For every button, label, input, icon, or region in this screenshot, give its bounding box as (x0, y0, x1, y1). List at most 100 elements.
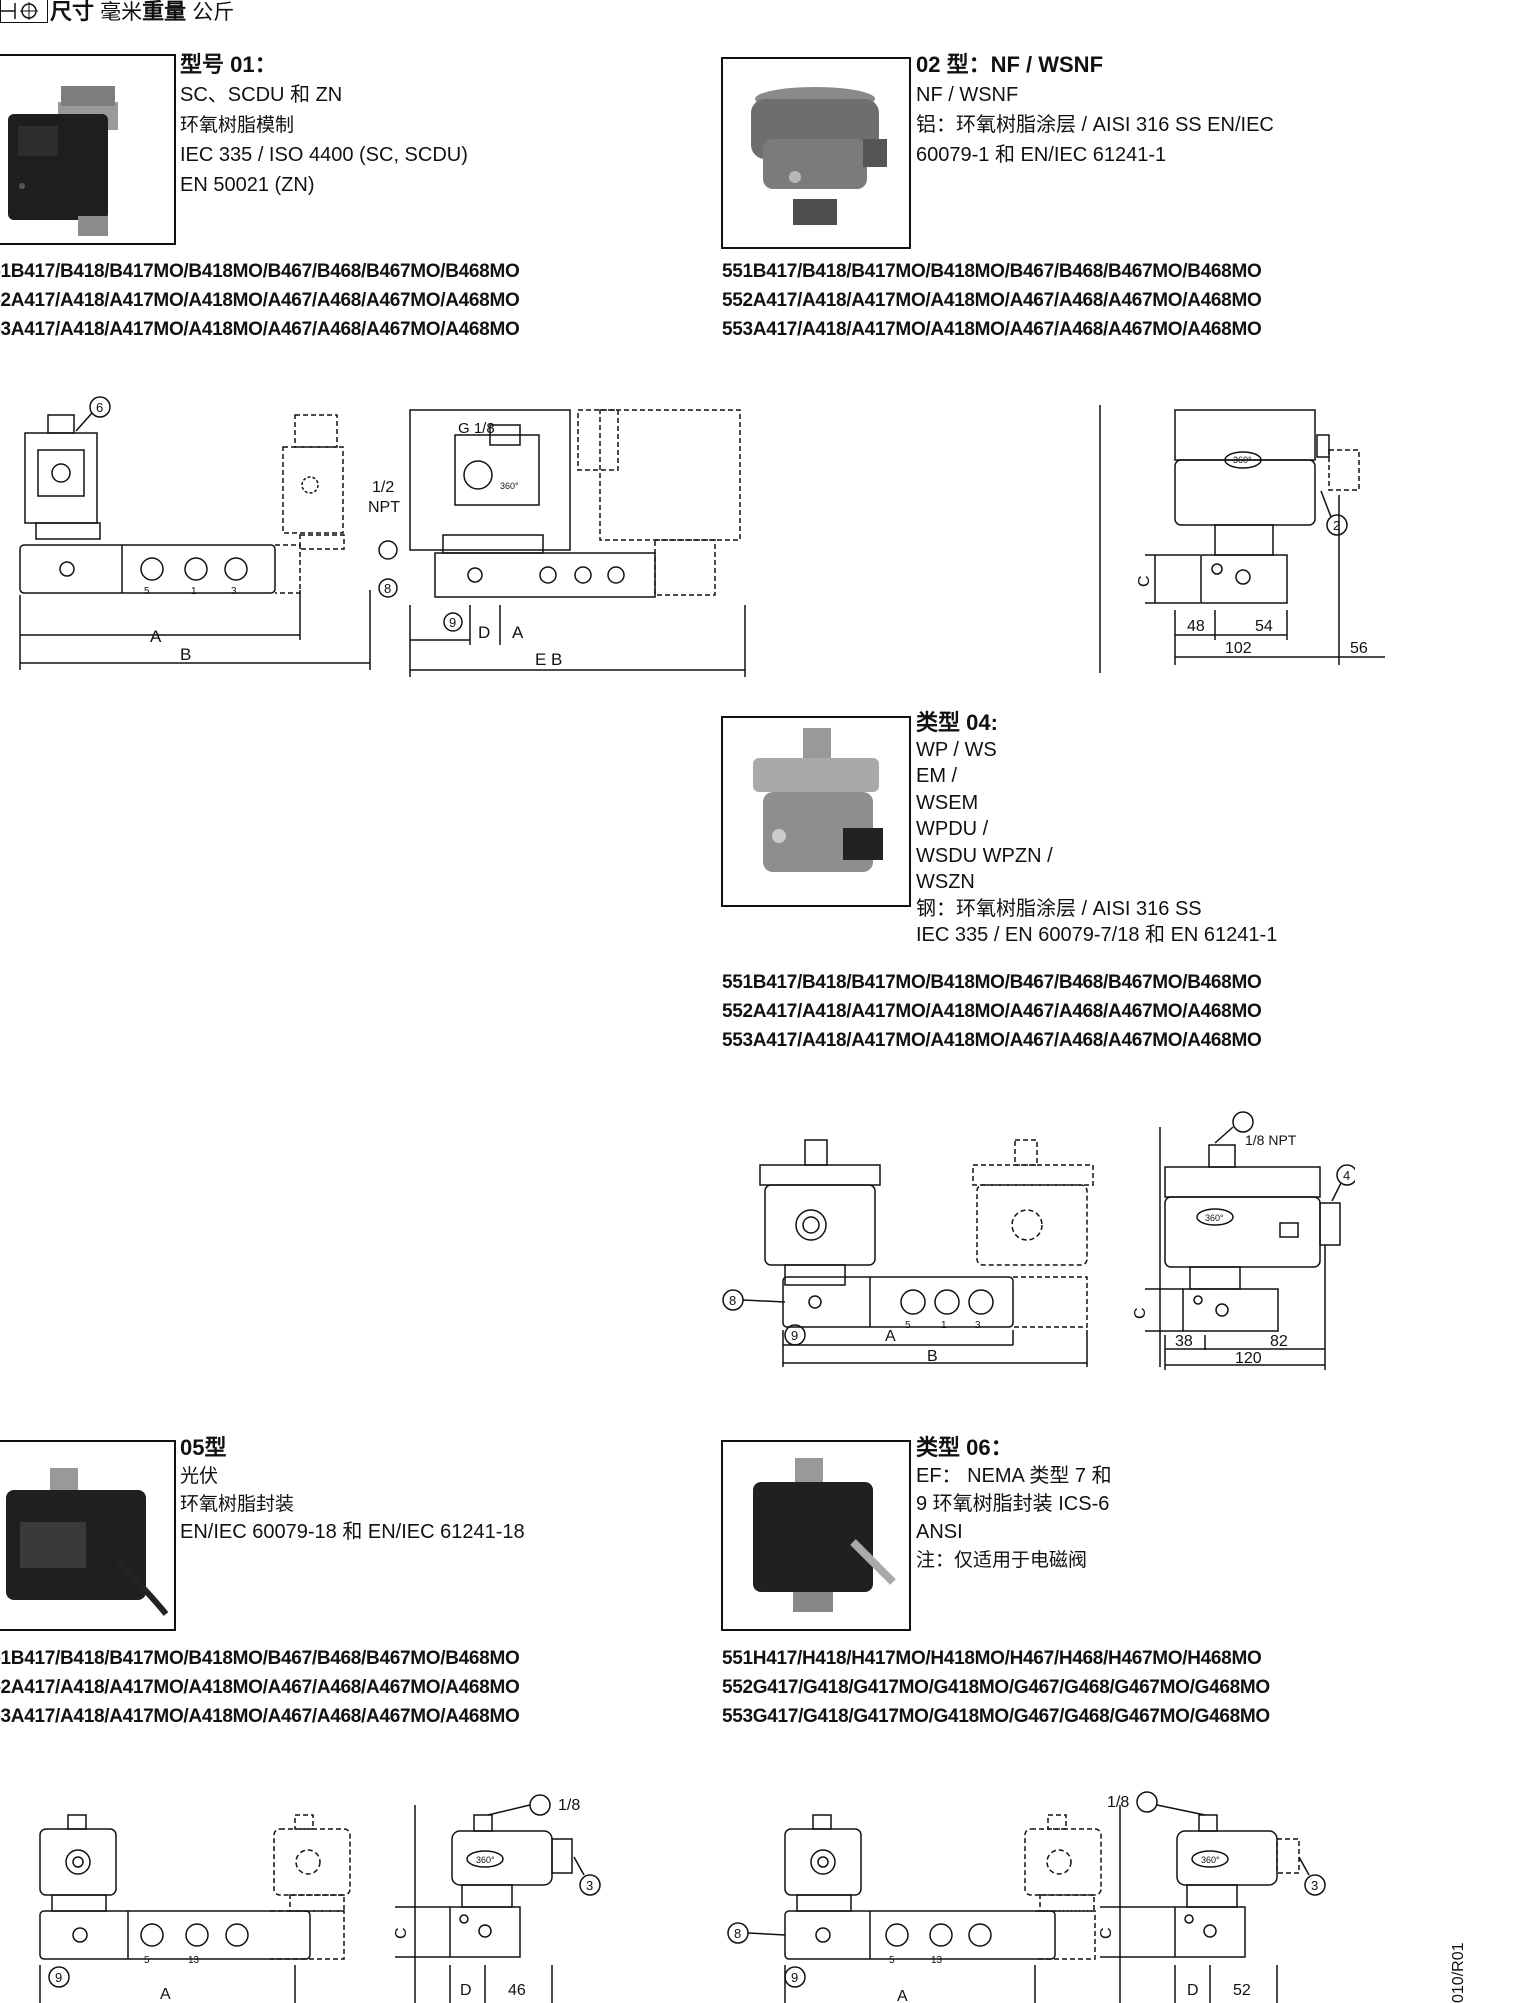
model-number: 551B417/B418/B417MO/B418MO/B467/B468/B46… (0, 1648, 520, 1669)
dim-a-label: A (897, 1988, 908, 2003)
callout-4: 4 (1343, 1168, 1350, 1183)
dimension-symbol-icon (0, 0, 48, 23)
dim-c: C (1098, 1927, 1115, 1939)
header-unit-kg: 公斤 (192, 0, 235, 24)
type06-title: 类型 06： (916, 1435, 1013, 1460)
dim-b-label: B (180, 645, 191, 664)
dim-a-label: A (885, 1328, 896, 1345)
npt-label: 1/8 NPT (1245, 1132, 1297, 1148)
type04-description: 类型 04: WP / WS EM / WSEM WPDU / WSDU WPZ… (916, 710, 1277, 949)
type04-line: 钢：环氧树脂涂层 / AISI 316 SS (916, 897, 1202, 920)
type02-model-list: 551B417/B418/B417MO/B418MO/B467/B468/B46… (722, 257, 1262, 344)
angle-label: 360° (1233, 455, 1252, 465)
port-label: 5 (144, 586, 150, 597)
model-number: 552A417/A418/A417MO/A418MO/A467/A468/A46… (0, 1677, 520, 1698)
type01-line: SC、SCDU 和 ZN (180, 84, 343, 106)
port-label: 13 (931, 1955, 943, 1966)
dim-d-label: D (460, 1982, 472, 1999)
dim-52: 52 (1233, 1982, 1251, 1999)
type04-line: WSZN (916, 871, 975, 893)
angle-label: 360° (1201, 1855, 1220, 1865)
dim-d-label: D (478, 623, 490, 642)
port-label: 3 (975, 1320, 981, 1331)
npt-label: 1/2 (372, 479, 394, 496)
model-number: 551H417/H418/H417MO/H418MO/H467/H468/H46… (722, 1648, 1262, 1669)
type05-line: EN/IEC 60079-18 和 EN/IEC 61241-18 (180, 1521, 525, 1543)
type04-model-list: 551B417/B418/B417MO/B418MO/B467/B468/B46… (722, 968, 1262, 1055)
dim-a-label: A (150, 627, 162, 646)
type01-model-list: 551B417/B418/B417MO/B418MO/B467/B468/B46… (0, 257, 520, 344)
fraction-label: 1/8 (558, 1797, 580, 1814)
fraction-label: 1/8 (1107, 1794, 1129, 1811)
angle-label: 360° (500, 481, 519, 491)
type04-dimension-drawing: 8 9 4 1/8 NPT A B 38 82 120 C 360° 5 1 3 (722, 1111, 1355, 1370)
dim-48: 48 (1187, 618, 1205, 635)
document-code: 010/R01 (1450, 1942, 1467, 2003)
type04-line: WPDU / (916, 818, 989, 840)
document-code-wrapper: 010/R01 (1448, 1925, 1468, 2003)
type04-line: WSEM (916, 791, 979, 814)
model-number: 552A417/A418/A417MO/A418MO/A467/A468/A46… (0, 290, 520, 311)
callout-8: 8 (734, 1926, 741, 1941)
dim-54: 54 (1255, 618, 1273, 635)
callout-9: 9 (55, 1970, 62, 1985)
dim-120: 120 (1235, 1350, 1262, 1367)
type06-line: ANSI (916, 1521, 963, 1543)
port-label: 13 (188, 1955, 200, 1966)
model-number: 553G417/G418/G417MO/G418MO/G467/G468/G46… (722, 1706, 1270, 1727)
dim-c: C (1136, 575, 1153, 587)
type04-line: WP / WS (916, 738, 997, 761)
model-number: 553A417/A418/A417MO/A418MO/A467/A468/A46… (0, 319, 520, 340)
type06-description: 类型 06： EF： NEMA 类型 7 和 9 环氧树脂封装 ICS-6 AN… (916, 1434, 1112, 1574)
type02-line: 60079-1 和 EN/IEC 61241-1 (916, 144, 1167, 166)
header-unit-mm: 毫米 (100, 0, 143, 24)
type02-line: 铝：环氧树脂涂层 / AISI 316 SS EN/IEC (916, 114, 1274, 136)
type04-line: WSDU WPZN / (916, 844, 1053, 867)
dim-eb-label: E B (535, 650, 562, 669)
angle-label: 360° (1205, 1213, 1224, 1223)
callout-9: 9 (449, 615, 456, 630)
type01-title: 型号 01： (180, 52, 277, 77)
callout-9: 9 (791, 1970, 798, 1985)
type06-line: EF： NEMA 类型 7 和 (916, 1465, 1112, 1487)
type04-title: 类型 04: (916, 710, 998, 735)
port-label: 5 (889, 1955, 895, 1966)
port-label: 5 (905, 1320, 911, 1331)
type06-dimension-drawing: 8 9 3 1/8 A D 52 C 360° 5 13 (727, 1791, 1326, 2003)
type06-line: 9 环氧树脂封装 ICS-6 (916, 1493, 1110, 1515)
callout-9: 9 (791, 1328, 798, 1343)
callout-3: 3 (586, 1878, 593, 1893)
type04-line: EM / (916, 765, 958, 787)
type02-line: NF / WSNF (916, 84, 1019, 106)
type02-description: 02 型：NF / WSNF NF / WSNF 铝：环氧树脂涂层 / AISI… (916, 50, 1274, 170)
model-number: 553A417/A418/A417MO/A418MO/A467/A468/A46… (722, 319, 1262, 340)
model-number: 553A417/A418/A417MO/A418MO/A467/A468/A46… (722, 1030, 1262, 1051)
header-weight: 重量 (142, 0, 187, 24)
type01-line: IEC 335 / ISO 4400 (SC, SCDU) (180, 144, 468, 166)
model-number: 551B417/B418/B417MO/B418MO/B467/B468/B46… (722, 972, 1262, 993)
dim-46: 46 (508, 1982, 526, 1999)
port-label: 5 (144, 1955, 150, 1966)
type01-line: EN 50021 (ZN) (180, 174, 315, 196)
callout-6: 6 (96, 400, 103, 415)
dim-82: 82 (1270, 1333, 1288, 1350)
type06-photo (721, 1440, 911, 1631)
type05-model-list: 551B417/B418/B417MO/B418MO/B467/B468/B46… (0, 1644, 520, 1731)
type02-title: 02 型：NF / WSNF (916, 52, 1104, 77)
type05-title: 05型 (180, 1435, 227, 1460)
angle-label: 360° (476, 1855, 495, 1865)
type05-line: 环氧树脂封装 (180, 1493, 295, 1515)
dim-c: C (393, 1927, 410, 1939)
dim-102: 102 (1225, 640, 1252, 657)
dim-b-label: B (927, 1348, 938, 1365)
port-label: 1 (941, 1320, 947, 1331)
dim-c: C (1132, 1307, 1149, 1319)
type05-photo (0, 1440, 176, 1631)
model-number: 553A417/A418/A417MO/A418MO/A467/A468/A46… (0, 1706, 520, 1727)
dim-a-label: A (160, 1986, 171, 2003)
callout-8: 8 (729, 1293, 736, 1308)
callout-2: 2 (1333, 518, 1340, 533)
model-number: 552G417/G418/G417MO/G418MO/G467/G468/G46… (722, 1677, 1270, 1698)
callout-8: 8 (384, 581, 391, 596)
type02-photo (721, 57, 911, 249)
